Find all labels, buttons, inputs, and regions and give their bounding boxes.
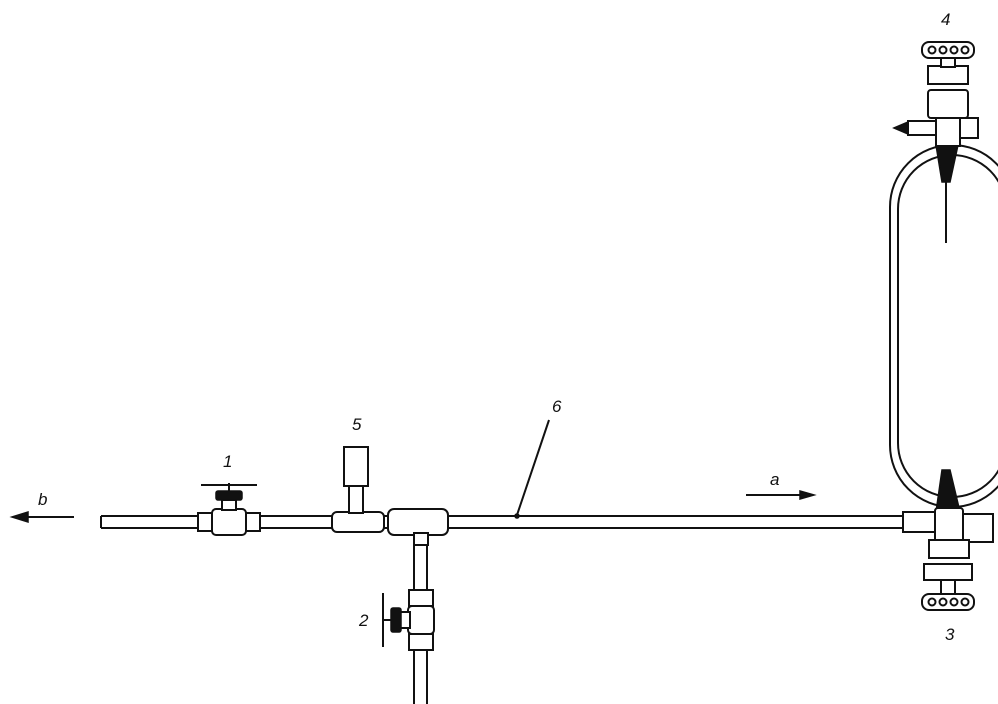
flow-arrow-a [746,490,817,500]
label-flow-a: a [770,470,779,489]
flow-arrow-b [9,510,74,524]
sample-cylinder [889,144,998,508]
label-valve-1: 1 [223,452,232,471]
gauge-5 [331,446,385,533]
valve-3 [902,469,994,611]
tee-fitting [387,508,449,546]
valve-1 [197,483,261,536]
label-valve-4: 4 [941,10,950,29]
label-valve-3: 3 [945,625,955,644]
label-pipe-6: 6 [552,397,562,416]
valve-4 [892,41,979,243]
leader-6 [514,419,550,519]
label-gauge-5: 5 [352,415,362,434]
label-valve-2: 2 [358,611,369,630]
valve-2 [382,589,435,651]
label-flow-b: b [38,490,47,509]
